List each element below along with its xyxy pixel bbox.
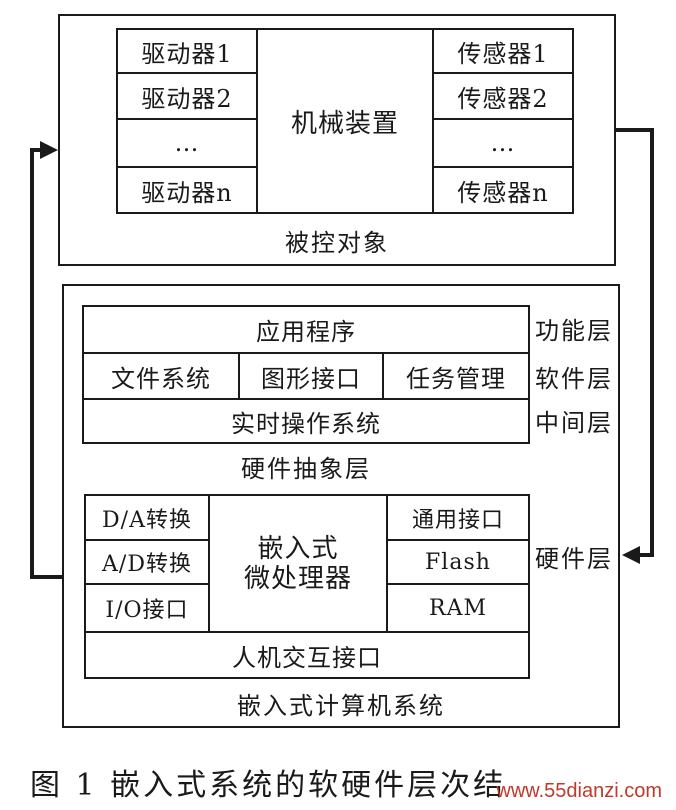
microprocessor: 嵌入式 微处理器 (208, 494, 388, 633)
task-management: 任务管理 (382, 352, 530, 400)
software-layer-label: 软件层 (535, 364, 613, 393)
sensor-n: 传感器n (432, 166, 574, 214)
hmi-interface: 人机交互接口 (84, 631, 530, 679)
file-system: 文件系统 (82, 352, 240, 400)
general-interface: 通用接口 (386, 494, 530, 541)
ad-converter: A/D转换 (84, 539, 210, 585)
function-layer-label: 功能层 (535, 316, 613, 345)
mechanism: 机械装置 (256, 28, 434, 214)
hardware-layer-label: 硬件层 (535, 544, 613, 573)
driver-1: 驱动器1 (116, 28, 258, 74)
rtos: 实时操作系统 (82, 398, 530, 444)
figure-caption: 图 1 嵌入式系统的软硬件层次结 (30, 768, 507, 803)
microprocessor-line1: 嵌入式 (257, 533, 339, 564)
da-converter: D/A转换 (84, 494, 210, 541)
controlled-object-title: 被控对象 (285, 228, 389, 257)
sensor-2: 传感器2 (432, 72, 574, 120)
sensor-ellipsis: … (432, 118, 574, 168)
graphics-interface: 图形接口 (238, 352, 384, 400)
io-interface: I/O接口 (84, 583, 210, 633)
watermark: www.55dianzi.com (496, 780, 662, 802)
sensor-1: 传感器1 (432, 28, 574, 74)
ram-memory: RAM (386, 583, 530, 633)
microprocessor-line2: 微处理器 (243, 563, 352, 594)
application: 应用程序 (82, 305, 530, 354)
driver-2: 驱动器2 (116, 72, 258, 120)
driver-n: 驱动器n (116, 166, 258, 214)
flash-memory: Flash (386, 539, 530, 585)
controlled-object-box (58, 14, 616, 266)
embedded-system-title: 嵌入式计算机系统 (237, 691, 445, 720)
hal-label: 硬件抽象层 (241, 454, 371, 483)
driver-ellipsis: … (116, 118, 258, 168)
middleware-layer-label: 中间层 (535, 408, 613, 437)
embedded-system-box (62, 284, 620, 728)
